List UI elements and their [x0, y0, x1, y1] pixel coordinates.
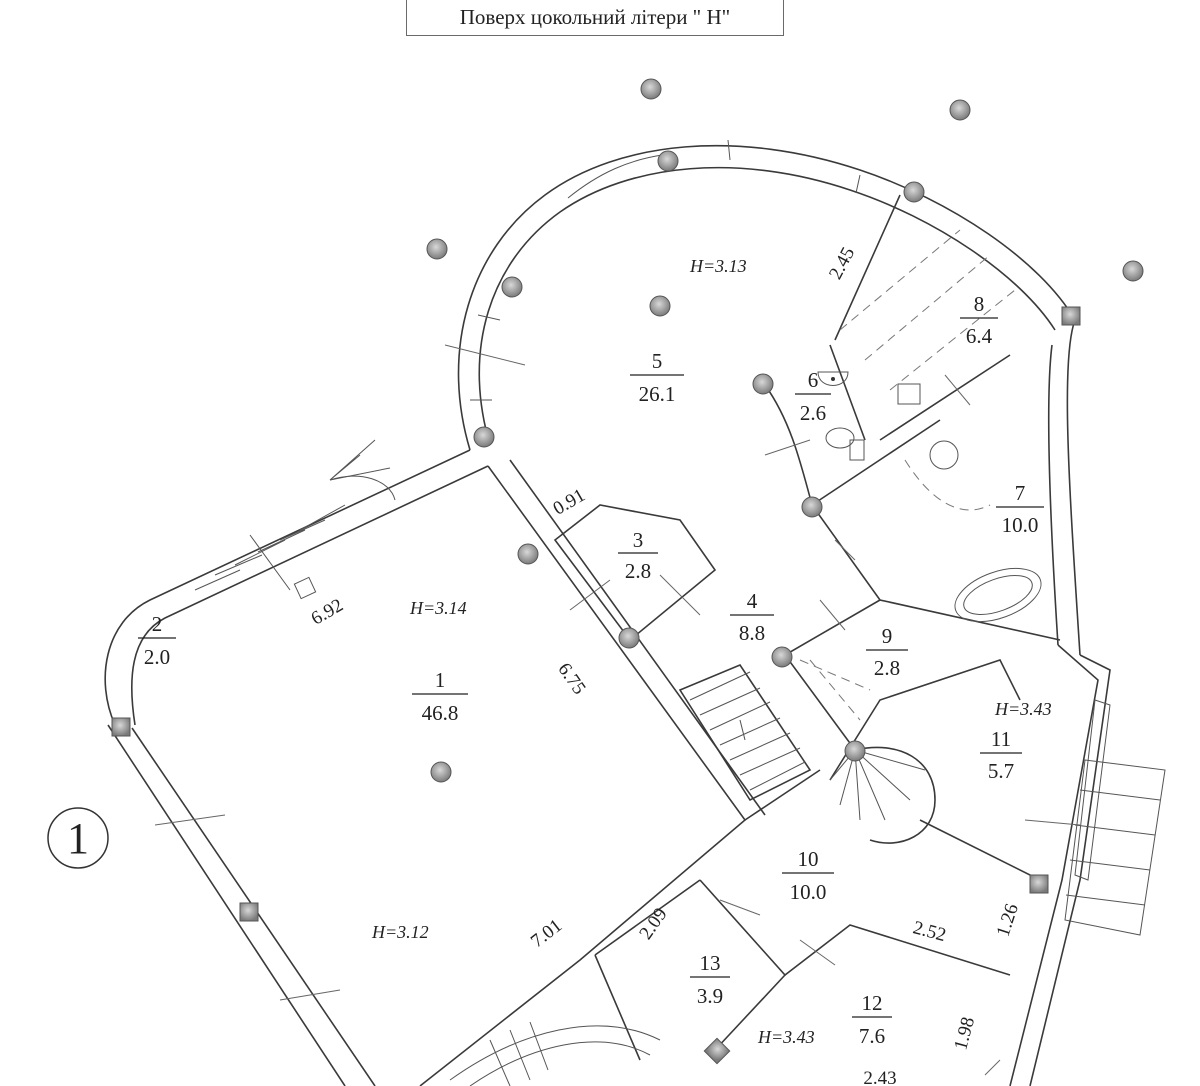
dimension-label: 2.09 [635, 904, 671, 943]
room-number: 6 [808, 368, 819, 392]
room-label-3: 3 2.8 [618, 528, 658, 583]
plan-title: Поверх цокольний літери " Н" [406, 0, 784, 36]
outside-stairs-right [1064, 699, 1166, 936]
section-cut-ticks [154, 344, 1081, 1076]
room-label-4: 4 8.8 [730, 589, 774, 645]
room-area: 46.8 [422, 701, 459, 725]
height-label: H=3.43 [757, 1027, 815, 1047]
room-area: 10.0 [1002, 513, 1039, 537]
room-area: 2.0 [144, 645, 170, 669]
room-area: 2.8 [874, 656, 900, 680]
outer-walls [104, 144, 1111, 1086]
room-number: 2 [152, 612, 163, 636]
columns [111, 78, 1144, 1065]
room-area: 6.4 [966, 324, 993, 348]
room-area: 8.8 [739, 621, 765, 645]
height-label: H=3.43 [994, 699, 1052, 719]
dimension-label: 6.92 [308, 595, 347, 630]
dimension-label: 7.01 [527, 915, 566, 952]
room-area: 10.0 [790, 880, 827, 904]
dimension-label: 1.98 [950, 1015, 979, 1053]
dimension-label: 2.43 [863, 1068, 896, 1086]
spiral-stair [799, 659, 926, 821]
room-number: 9 [882, 624, 893, 648]
height-label: H=3.13 [689, 256, 747, 276]
section-marker-number: 1 [67, 814, 89, 863]
room-label-12: 12 7.6 [852, 991, 892, 1048]
room-area: 2.6 [800, 401, 826, 425]
dimension-label: 6.75 [553, 659, 589, 698]
room-number: 5 [652, 349, 663, 373]
room-number: 4 [747, 589, 758, 613]
section-marker: 1 [47, 807, 109, 869]
room-area: 3.9 [697, 984, 723, 1008]
room-labels: 1 46.8 2 2.0 3 2.8 4 8.8 5 26.1 6 2.6 [138, 292, 1044, 1048]
height-label: H=3.14 [409, 598, 467, 618]
room-label-5: 5 26.1 [630, 349, 684, 406]
room-label-10: 10 10.0 [782, 847, 834, 904]
height-label: H=3.12 [371, 922, 429, 942]
room-number: 10 [798, 847, 819, 871]
room-number: 3 [633, 528, 644, 552]
washbasin-room-7 [897, 383, 991, 511]
ceiling-heights: H=3.13 H=3.14 H=3.12 H=3.43 H=3.43 [371, 256, 1052, 1047]
dimension-label: 0.91 [550, 485, 589, 520]
room-label-6: 6 2.6 [795, 368, 831, 425]
room-number: 11 [991, 727, 1011, 751]
room-number: 8 [974, 292, 985, 316]
room-label-2: 2 2.0 [138, 612, 176, 669]
room-area: 7.6 [859, 1024, 885, 1048]
room-label-11: 11 5.7 [980, 727, 1022, 783]
room-label-1: 1 46.8 [412, 668, 468, 725]
dimension-label: 2.45 [825, 244, 859, 283]
bathtub [954, 567, 1042, 623]
plan-title-text: Поверх цокольний літери " Н" [459, 5, 731, 29]
room-number: 1 [435, 668, 446, 692]
outside-stairs-bottom [449, 1021, 661, 1086]
room-number: 7 [1015, 481, 1026, 505]
sink [817, 371, 849, 386]
room-number: 12 [862, 991, 883, 1015]
stairs-room-4 [689, 671, 806, 791]
toilet [825, 427, 865, 461]
window-arcs [470, 139, 861, 401]
room-area: 5.7 [988, 759, 1014, 783]
room-label-8: 8 6.4 [960, 292, 998, 348]
stairs-room-2 [194, 439, 396, 591]
dimension-label: 2.52 [911, 917, 949, 946]
room-label-9: 9 2.8 [866, 624, 908, 680]
room-label-13: 13 3.9 [690, 951, 730, 1008]
room-area: 26.1 [639, 382, 676, 406]
dimension-label: 1.26 [993, 901, 1023, 939]
room-label-7: 7 10.0 [996, 481, 1044, 537]
room-number: 13 [700, 951, 721, 975]
dashed-lines-room-8 [839, 229, 1016, 391]
room-area: 2.8 [625, 559, 651, 583]
